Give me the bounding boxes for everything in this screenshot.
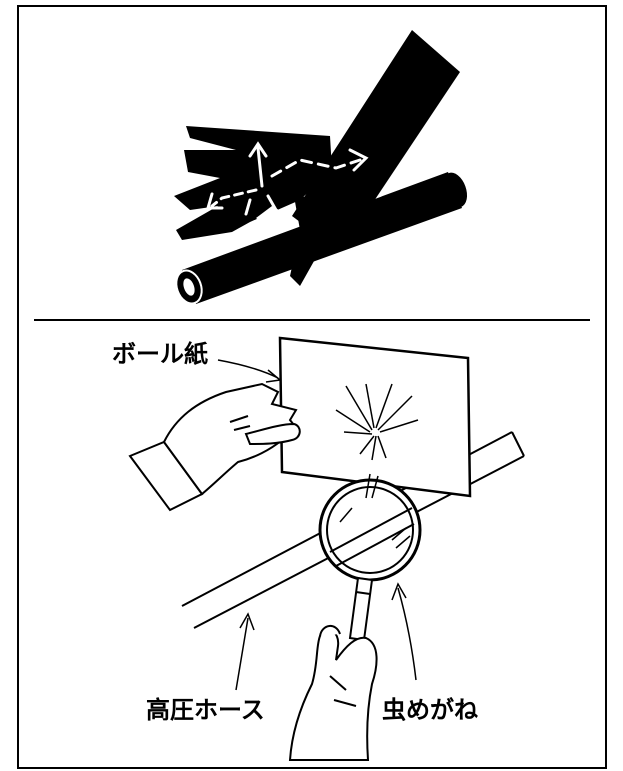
spray-line bbox=[377, 435, 387, 459]
magnifier-handle-band bbox=[355, 591, 371, 595]
right-hand-crease bbox=[333, 699, 357, 707]
lens-glint bbox=[395, 535, 411, 549]
spray-line bbox=[359, 435, 375, 455]
right-hand-finger bbox=[319, 625, 341, 637]
spray-arrow-left-head bbox=[206, 192, 224, 210]
lens-glint bbox=[391, 527, 407, 541]
spray-line bbox=[377, 395, 413, 431]
high-pressure-hose-label: 高圧ホース bbox=[146, 696, 265, 724]
left-hand-crease bbox=[229, 415, 249, 423]
spray-pattern bbox=[335, 383, 419, 461]
spray-droplet-2 bbox=[266, 194, 278, 212]
magnifier-handle bbox=[348, 576, 374, 642]
spray-line bbox=[345, 385, 373, 431]
spray-line bbox=[371, 435, 377, 461]
spray-line bbox=[335, 409, 371, 433]
spray-line bbox=[365, 383, 375, 429]
hose-end-right bbox=[442, 172, 468, 208]
leak-point bbox=[256, 206, 286, 228]
left-hand-thumb bbox=[244, 422, 301, 446]
hose-leader-arrowhead bbox=[239, 612, 255, 631]
left-hand bbox=[128, 382, 301, 512]
lens-spray bbox=[365, 473, 371, 499]
right-hand-crease bbox=[329, 675, 347, 691]
hose-end-left-hole bbox=[183, 278, 195, 296]
spray-droplet-1 bbox=[244, 198, 252, 216]
right-hand bbox=[288, 625, 378, 761]
leader-lines bbox=[217, 359, 417, 691]
hose-body bbox=[182, 172, 462, 304]
lens-hose-line bbox=[335, 523, 415, 567]
cardboard-sheet bbox=[278, 336, 472, 498]
magnifying-glass-label: 虫めがね bbox=[382, 696, 478, 724]
spray-arrow-up bbox=[256, 146, 264, 188]
cardboard-label: ボール紙 bbox=[112, 340, 208, 368]
magnifying-glass bbox=[318, 473, 422, 642]
spray-arrow-right bbox=[270, 158, 362, 178]
lens-spray bbox=[371, 475, 379, 499]
injection-hazard-pictogram bbox=[174, 30, 468, 305]
leak-check-illustration bbox=[128, 336, 525, 761]
arm-silhouette bbox=[292, 30, 460, 252]
magnifier-leader-line bbox=[397, 587, 417, 681]
lens-hose-line bbox=[329, 507, 413, 553]
spray-line bbox=[379, 419, 419, 433]
spray-arrow-right-head bbox=[348, 148, 369, 172]
spray-line bbox=[375, 383, 393, 429]
lens-rim-inner bbox=[326, 486, 414, 574]
cardboard-leader-arrowhead bbox=[265, 369, 282, 383]
hose-leader-line bbox=[235, 617, 249, 691]
cardboard-leader-line bbox=[217, 359, 279, 379]
spray-arrow-left bbox=[210, 188, 258, 208]
figure-frame bbox=[17, 5, 607, 769]
right-hand-palm bbox=[288, 629, 378, 761]
left-hand-crease bbox=[233, 425, 251, 431]
spray-line bbox=[343, 431, 373, 435]
spray-arrow-up-head bbox=[248, 141, 268, 158]
magnifier-leader-arrowhead bbox=[391, 582, 407, 601]
spray-arrows bbox=[206, 141, 369, 216]
lens-glint bbox=[339, 507, 353, 523]
hand-silhouette bbox=[174, 126, 332, 240]
hose-end-right-cap bbox=[511, 431, 525, 457]
